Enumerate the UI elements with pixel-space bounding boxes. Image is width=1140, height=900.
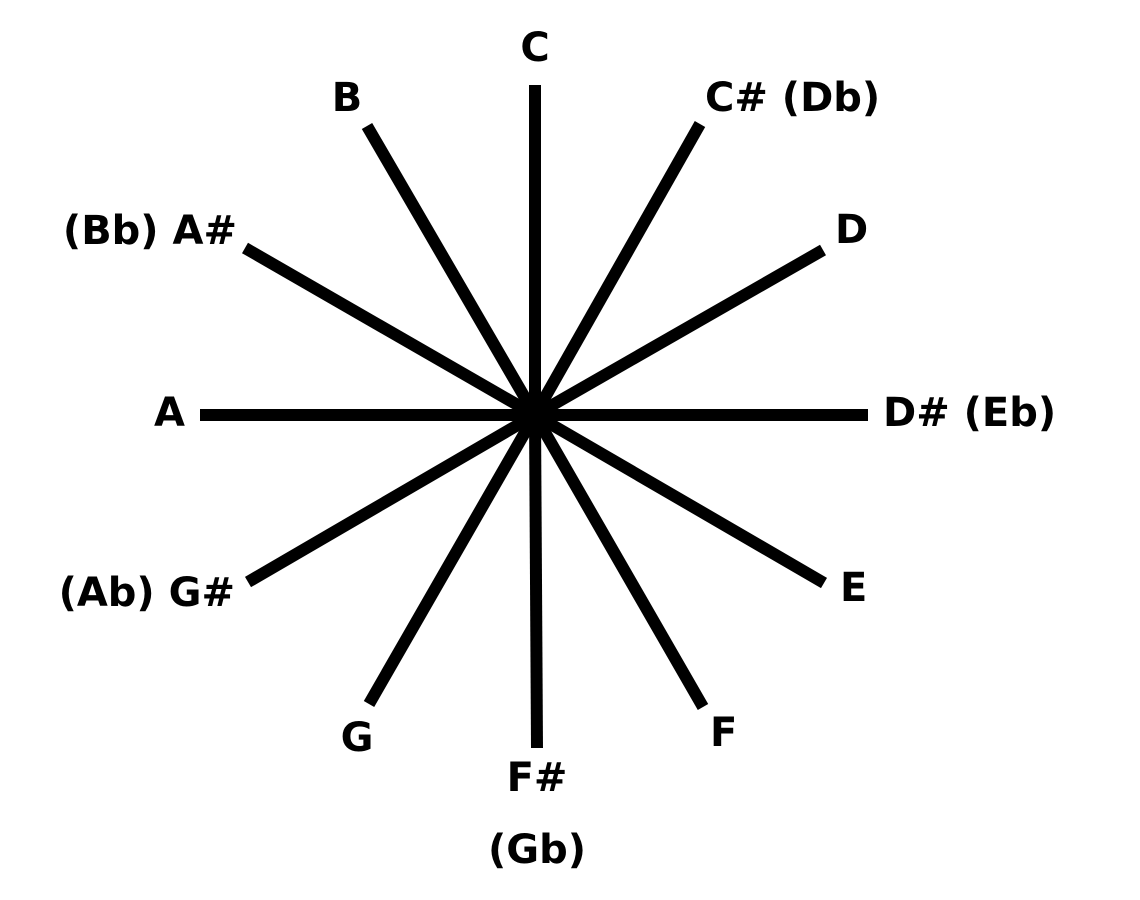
spoke-b: [361, 122, 541, 419]
note-label-b: B: [332, 75, 363, 121]
labels-group: C C# (Db) D D# (Eb) E F F# (Gb) G (Ab) G# A (Bb) A#…: [59, 25, 1057, 873]
spoke-d: [532, 244, 826, 421]
note-label-e: E: [840, 565, 867, 611]
note-label-f-sharp: F#: [507, 755, 568, 801]
spoke-e: [531, 409, 828, 589]
note-label-d-sharp: D# (Eb): [883, 390, 1056, 436]
center-hub: [519, 399, 551, 431]
note-label-g: G: [341, 715, 374, 761]
note-label-g-sharp: (Ab) G#: [59, 570, 235, 616]
spoke-a-sharp: [242, 242, 538, 421]
spoke-c-sharp: [529, 121, 706, 418]
spoke-g-sharp: [244, 409, 539, 588]
note-label-f: F: [710, 710, 737, 756]
note-label-a: A: [154, 390, 185, 436]
spoke-f: [529, 412, 709, 710]
note-label-d: D: [835, 207, 868, 253]
note-label-a-sharp: (Bb) A#: [63, 208, 237, 254]
spoke-f-sharp: [529, 414, 543, 749]
note-label-f-sharp-alt: (Gb): [488, 827, 586, 873]
note-label-c-sharp: C# (Db): [705, 75, 880, 121]
spoke-g: [363, 412, 541, 707]
note-label-c: C: [520, 25, 549, 71]
spokes-group: [200, 85, 868, 749]
